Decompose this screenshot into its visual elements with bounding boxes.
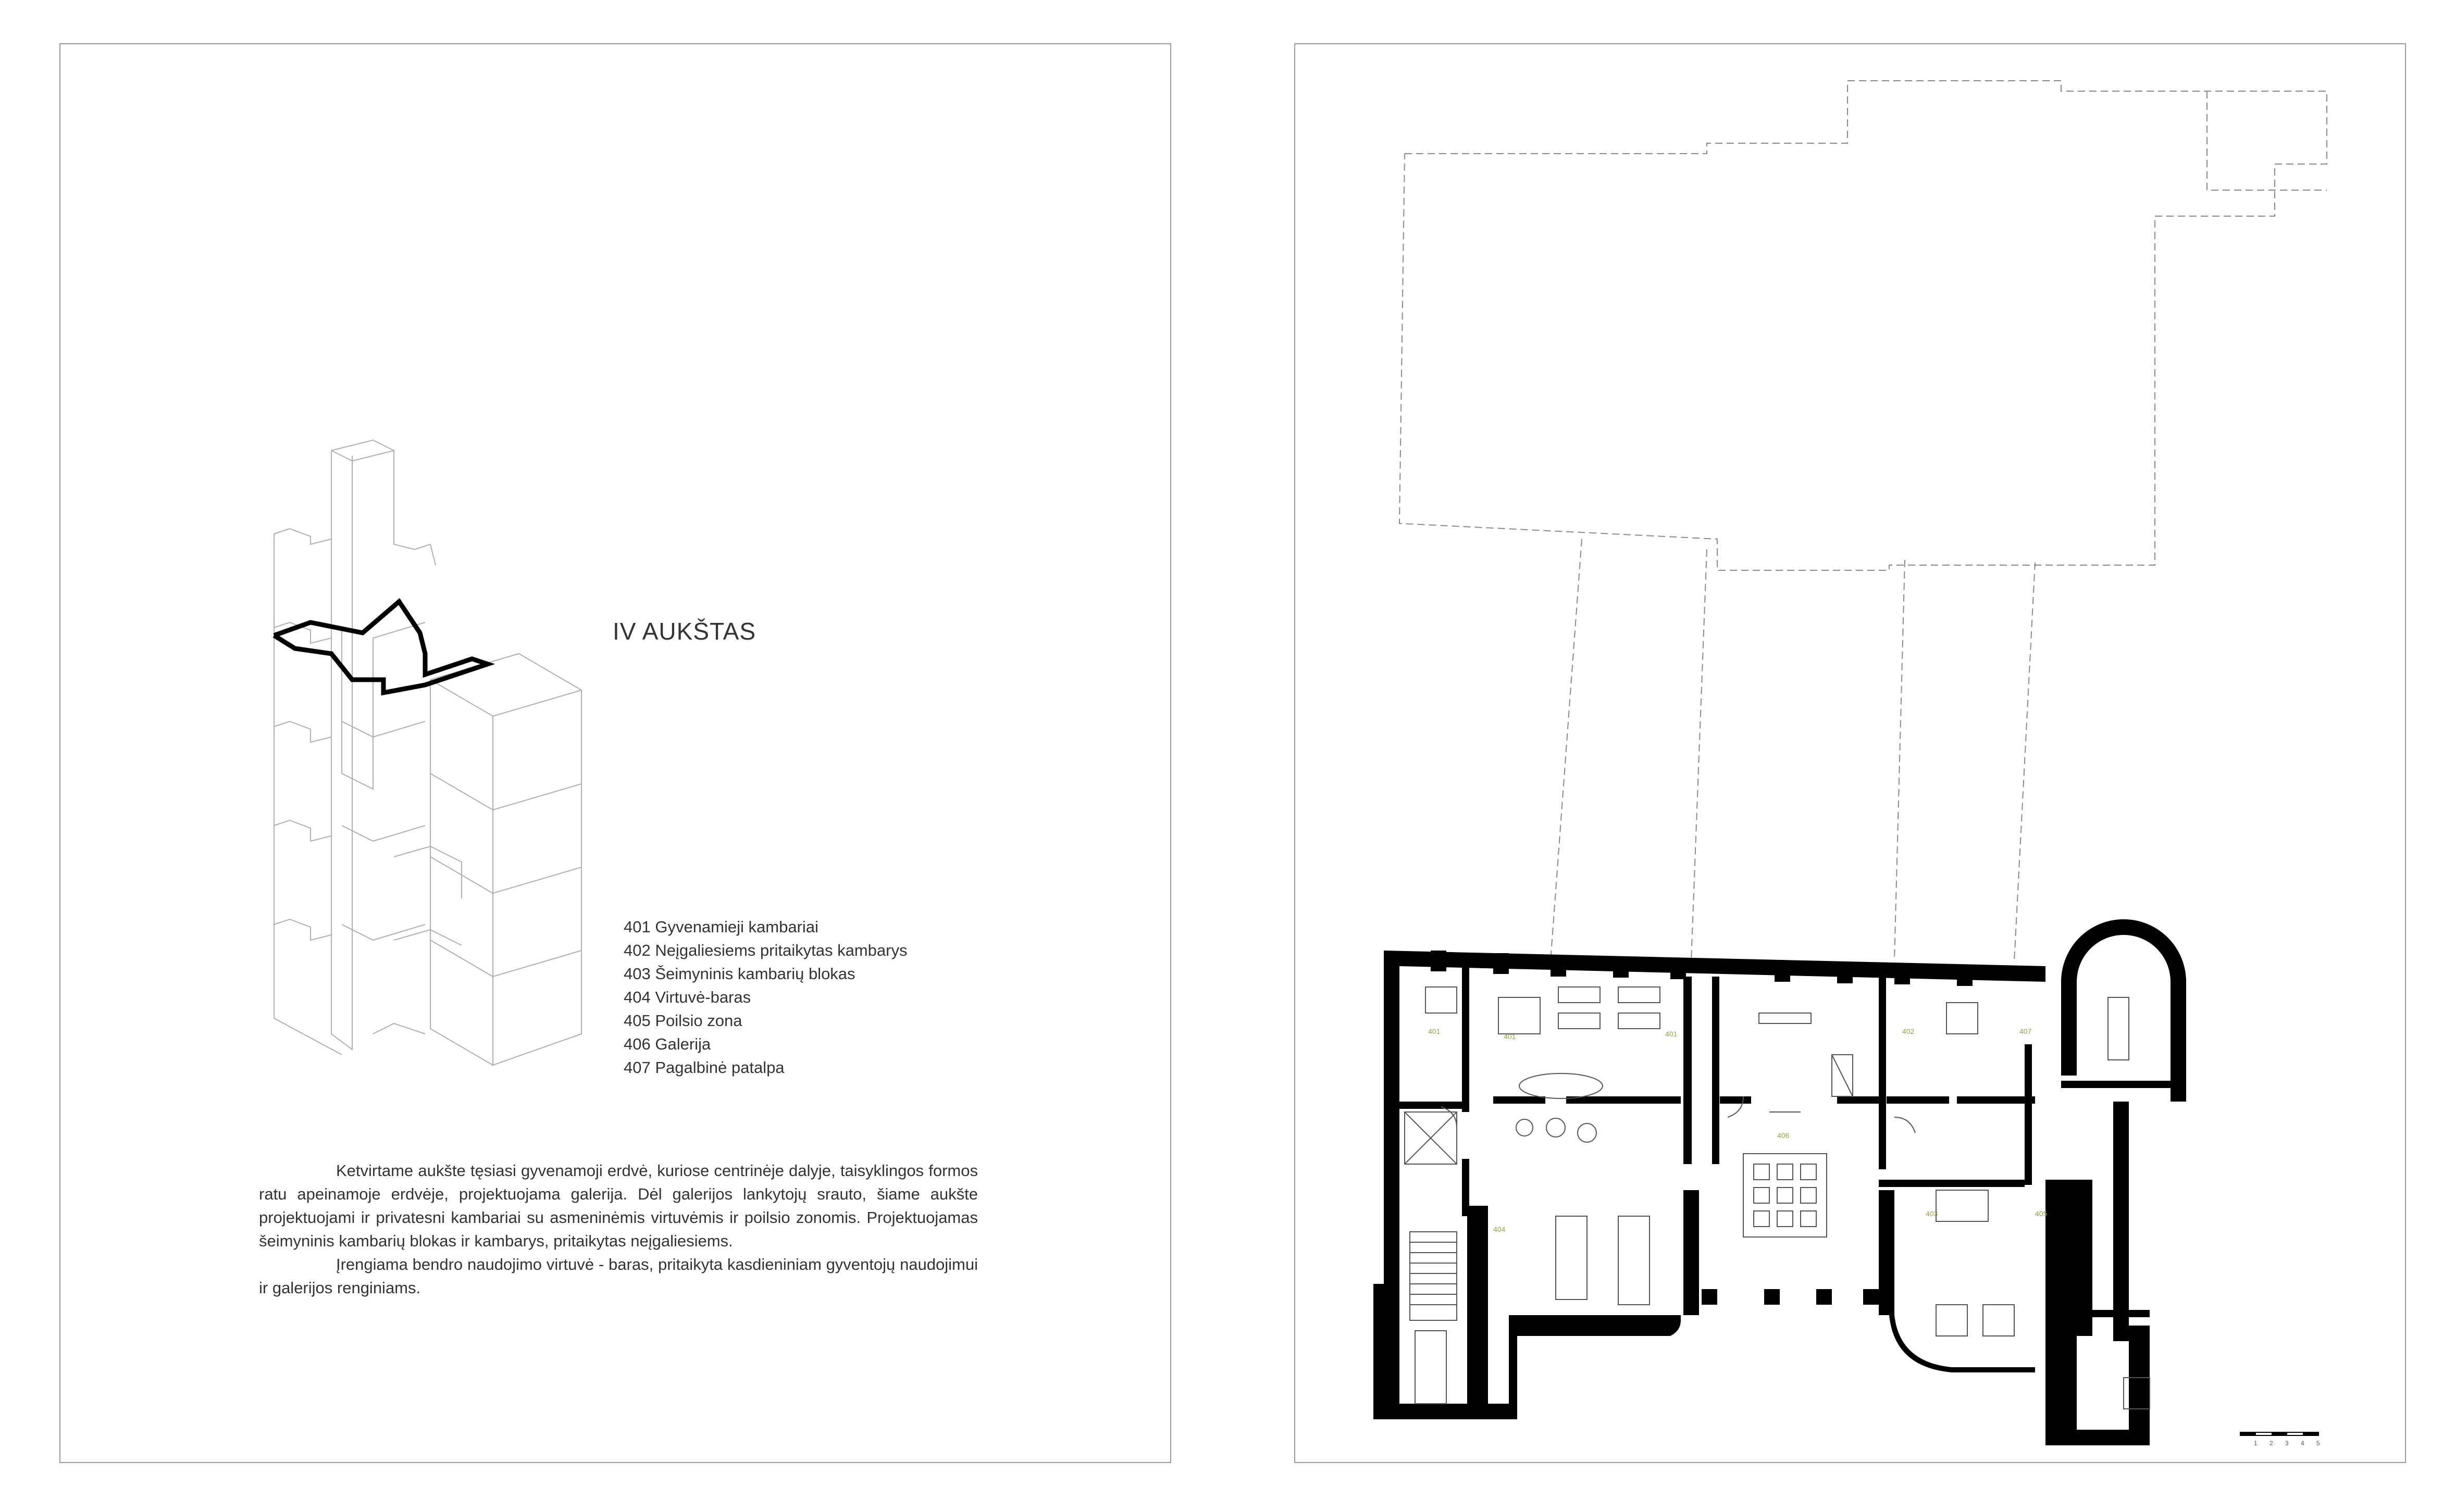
walls xyxy=(1373,919,2186,1445)
page-title: IV AUKŠTAS xyxy=(613,618,757,645)
tower-top xyxy=(331,439,395,462)
interior-details xyxy=(1404,986,2150,1409)
scale-label: 5 xyxy=(2316,1440,2320,1447)
room-label: 407 xyxy=(2019,1027,2032,1035)
legend-item: 404 Virtuvė-baras xyxy=(624,988,751,1006)
room-label: 402 xyxy=(1902,1027,1915,1035)
room-label: 401 xyxy=(1428,1027,1441,1035)
tower-left-edge xyxy=(331,451,353,1051)
description-text: Ketvirtame aukšte tęsiasi gyvenamoji erd… xyxy=(259,1159,978,1299)
left-block-outline xyxy=(274,534,342,1055)
room-label: 404 xyxy=(1493,1225,1506,1233)
scale-bar xyxy=(2240,1432,2319,1436)
room-label: 406 xyxy=(1777,1131,1790,1140)
highlighted-floor-outline xyxy=(272,598,495,696)
scale-label: 4 xyxy=(2301,1440,2304,1447)
room-labels: 401 401 401 402 407 406 404 403 405 xyxy=(1428,1027,2048,1233)
legend-item: 402 Neįgaliesiems pritaikytas kambarys xyxy=(624,941,908,959)
description-paragraph: Ketvirtame aukšte tęsiasi gyvenamoji erd… xyxy=(259,1161,978,1250)
room-label: 403 xyxy=(1926,1209,1938,1218)
legend-item: 407 Pagalbinė patalpa xyxy=(624,1058,785,1077)
description-paragraph: Įrengiama bendro naudojimo virtuvė - bar… xyxy=(259,1255,978,1297)
room-label: 401 xyxy=(1504,1032,1516,1041)
room-label: 401 xyxy=(1665,1030,1678,1038)
scale-label: 1 xyxy=(2254,1440,2258,1447)
legend-item: 405 Poilsio zona xyxy=(624,1011,742,1030)
legend-item: 403 Šeimyninis kambarių blokas xyxy=(624,965,855,983)
right-page: 401 401 401 402 407 406 404 403 405 1 2 … xyxy=(1294,43,2406,1463)
room-label: 405 xyxy=(2035,1209,2048,1218)
left-page: IV AUKŠTAS 401 Gyvenamieji kambariai 402… xyxy=(59,43,1171,1463)
legend-item: 401 Gyvenamieji kambariai xyxy=(624,918,819,936)
right-block-outline xyxy=(430,653,582,1066)
legend-item: 406 Galerija xyxy=(624,1035,711,1053)
axonometric-diagram xyxy=(272,439,582,1066)
floor-plan: 401 401 401 402 407 406 404 403 405 1 2 … xyxy=(1373,80,2327,1447)
room-legend: 401 Gyvenamieji kambariai 402 Neįgaliesi… xyxy=(624,915,907,1079)
scale-label: 2 xyxy=(2270,1440,2273,1447)
upper-building-dashed xyxy=(1398,80,2327,961)
tower-right-edge xyxy=(393,451,415,550)
scale-label: 3 xyxy=(2285,1440,2289,1447)
scale-labels: 1 2 3 4 5 xyxy=(2254,1440,2320,1447)
